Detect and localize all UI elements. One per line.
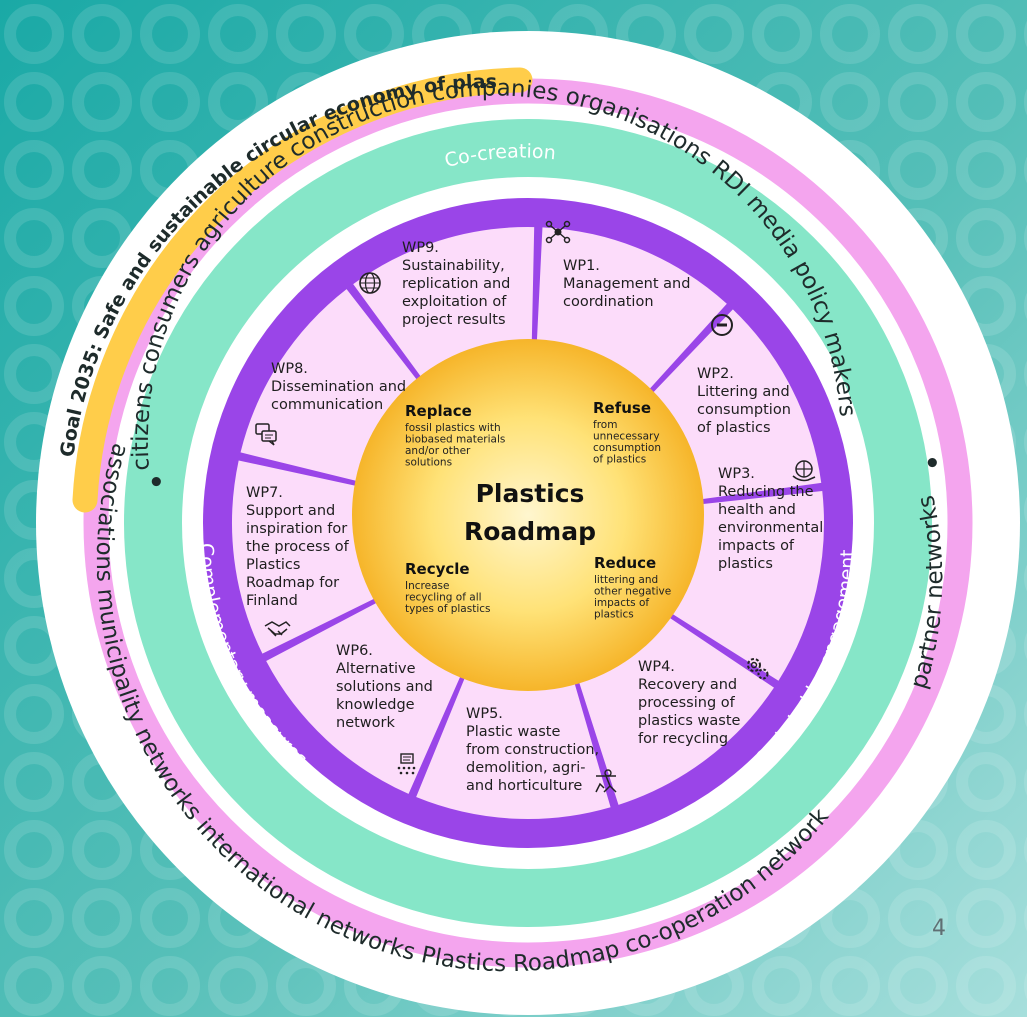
wp-id: WP7. (246, 485, 283, 501)
wp-line: consumption (697, 402, 791, 418)
wp-id: WP5. (466, 706, 503, 722)
wp-line: Plastics (246, 557, 300, 573)
center-title-line1: Plastics (476, 479, 585, 508)
globe-hand-icon (792, 460, 816, 482)
work-package-5: WP5. Plastic waste from construction, demol… (466, 706, 617, 794)
wp-line: Finland (246, 593, 298, 609)
replace-heading: Replace (405, 402, 472, 420)
center-circle (352, 339, 704, 691)
center-quadrant-line: plastics (594, 609, 634, 621)
center-quadrant-line: types of plastics (405, 603, 491, 615)
work-package-6: WP6. Alternative solutions and knowledge net… (336, 643, 433, 775)
wp-line: exploitation of (402, 294, 507, 310)
knowledge-icon (397, 753, 416, 775)
wp-line: project results (402, 312, 506, 328)
wp-line: Dissemination and (271, 379, 406, 395)
work-packages: WP1. Management and coordination WP2. Litte… (246, 220, 823, 794)
center-quadrant-line: other negative (594, 586, 671, 598)
wp-line: processing of (638, 695, 736, 711)
work-package-4: WP4. Recovery and processing of plastics wa… (638, 658, 769, 747)
wp-line: Littering and (697, 384, 790, 400)
wp-line: replication and (402, 276, 510, 292)
wp-line: for recycling (638, 731, 728, 747)
wp-line: from construction, (466, 742, 599, 758)
work-package-1: WP1. Management and coordination (545, 220, 690, 310)
reduce-heading: Reduce (594, 554, 656, 572)
center-quadrant-line: solutions (405, 457, 452, 469)
wp-line: and horticulture (466, 778, 582, 794)
wp-line: inspiration for (246, 521, 347, 537)
center-quadrant-line: Increase (405, 580, 449, 592)
wp-line: the process of (246, 539, 350, 555)
wp-id: WP1. (563, 258, 600, 274)
minus-circle-icon (711, 314, 733, 336)
wp-wedge (231, 460, 385, 654)
wp-line: communication (271, 397, 383, 413)
handshake-icon (264, 621, 291, 637)
chat-icon (255, 423, 277, 446)
page-number: 4 (932, 916, 946, 941)
work-package-3: WP3. Reducing the health and environmental i… (718, 460, 823, 572)
wp-id: WP8. (271, 361, 308, 377)
center-quadrant-line: and/or other (405, 445, 471, 457)
wp-line: Management and (563, 276, 690, 292)
wp-line: Roadmap for (246, 575, 339, 591)
wp-wedge (416, 671, 611, 819)
goal-yellow-arc (72, 67, 533, 513)
wp-wedge (663, 491, 824, 681)
bullet-left: • (148, 468, 165, 498)
work-package-7: WP7. Support and inspiration for the proces… (246, 485, 350, 637)
wp-line: of plastics (697, 420, 771, 436)
wp-line: coordination (563, 294, 654, 310)
bullet-right: • (924, 449, 941, 479)
wp-line: Plastic waste (466, 724, 560, 740)
wp-line: Sustainability, (402, 258, 505, 274)
work-package-2: WP2. Littering and consumption of plastics (697, 314, 791, 436)
center-title-line2: Roadmap (464, 517, 596, 546)
work-package-9: WP9. Sustainability, replication and exploi… (359, 240, 510, 328)
globe-icon (359, 272, 381, 294)
center-quadrant-line: of plastics (593, 454, 646, 466)
wp-line: health and (718, 502, 796, 518)
wp-id: WP2. (697, 366, 734, 382)
center-quadrant-line: fossil plastics with (405, 422, 501, 434)
farmer-icon (595, 769, 617, 793)
wp-line: impacts of (718, 538, 795, 554)
center-quadrant-line: littering and (594, 574, 658, 586)
outer-pink-ring (83, 78, 973, 968)
center-quadrant-line: unnecessary (593, 431, 660, 443)
gears-icon (747, 658, 769, 680)
wp-id: WP6. (336, 643, 373, 659)
center-quadrant-line: recycling of all (405, 592, 482, 604)
wp-id: WP9. (402, 240, 439, 256)
wp-line: solutions and (336, 679, 433, 695)
work-package-8: WP8. Dissemination and communication (255, 361, 406, 446)
wp-line: environmental (718, 520, 823, 536)
wp-line: plastics waste (638, 713, 741, 729)
wp-id: WP4. (638, 659, 675, 675)
wp-line: demolition, agri- (466, 760, 585, 776)
network-icon (545, 220, 571, 244)
center-quadrant-line: consumption (593, 442, 661, 454)
wp-id: WP3. (718, 466, 755, 482)
center-quadrant-line: biobased materials (405, 434, 505, 446)
refuse-heading: Refuse (593, 399, 651, 417)
wp-line: Alternative (336, 661, 416, 677)
recycle-heading: Recycle (405, 560, 470, 578)
wp-line: Recovery and (638, 677, 737, 693)
center-quadrant-line: from (593, 419, 617, 431)
wp-line: Support and (246, 503, 335, 519)
center-quadrant-line: impacts of (594, 597, 649, 609)
wp-line: knowledge (336, 697, 415, 713)
stakeholder-green-ring (124, 119, 932, 927)
wp-line: plastics (718, 556, 773, 572)
wp-line: network (336, 715, 395, 731)
wp-line: Reducing the (718, 484, 814, 500)
